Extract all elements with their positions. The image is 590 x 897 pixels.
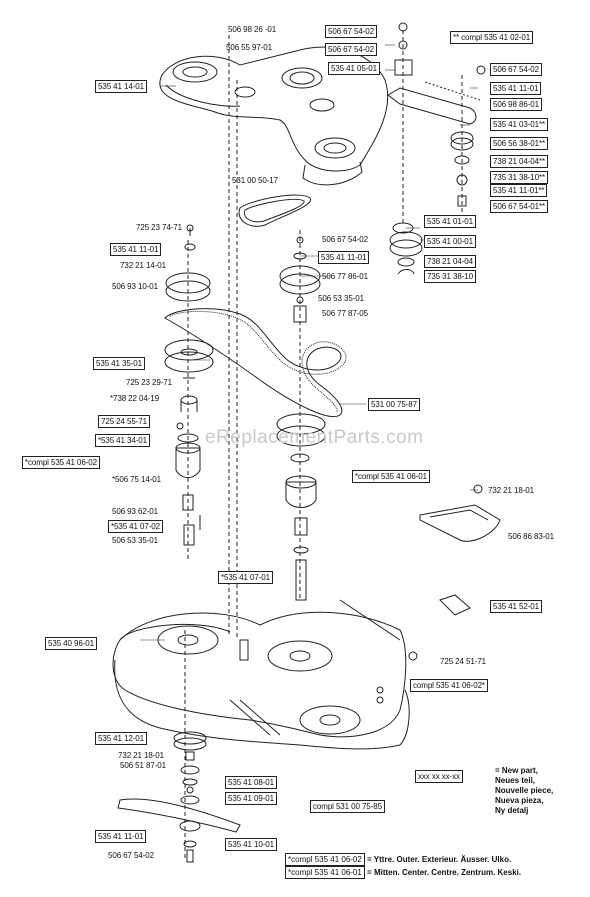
part-label-p15: 506 67 54-01**: [490, 200, 548, 213]
part-label-p57: 506 67 54-02: [108, 851, 154, 860]
part-label-p52: 535 41 08-01: [225, 776, 277, 789]
part-label-p46: 535 40 96-01: [45, 637, 97, 650]
legend: xxx xx xx-xx = New part, Neues teil, Nou…: [415, 766, 585, 815]
part-label-p22: 535 41 11-01: [318, 251, 370, 264]
note-outer-code: *compl 535 41 06-02: [285, 853, 365, 866]
header-note: ** compl 535 41 02-01: [450, 31, 534, 44]
part-label-p36: *compl 535 41 06-02: [22, 456, 100, 469]
note-center-text: = Mitten. Center. Centre. Zentrum. Keski…: [364, 868, 522, 877]
note-center-code: *compl 535 41 06-01: [285, 866, 365, 879]
part-label-p31: 725 23 29-71: [126, 378, 172, 387]
part-label-p8: 535 41 11-01: [490, 82, 542, 95]
part-label-p27: 506 93 10-01: [112, 282, 158, 291]
deck-belt: [164, 308, 343, 417]
legend-text: = New part, Neues teil, Nouvelle piece, …: [495, 766, 554, 815]
part-label-p43: 506 86 83-01: [508, 532, 554, 541]
left-drive-pulley: [164, 339, 214, 361]
part-label-p38: *506 75 14-01: [112, 475, 161, 484]
part-label-p30: 535 41 35-01: [93, 357, 145, 370]
part-label-p40: 506 93 62-01: [112, 507, 158, 516]
part-label-p13: 735 31 38-10**: [490, 171, 548, 184]
watermark: eReplacementParts.com: [205, 427, 424, 448]
center-drive-pulley: [276, 413, 326, 435]
part-label-p53: 535 41 09-01: [225, 792, 277, 805]
part-label-p33: 531 00 75-87: [368, 398, 420, 411]
part-label-p5: 535 41 05-01: [328, 62, 380, 75]
small-belt: [238, 194, 311, 227]
part-label-p10: 535 41 03-01**: [490, 118, 548, 131]
mower-deck: [112, 611, 407, 738]
part-label-p41: *535 41 07-02: [108, 520, 163, 533]
part-label-p50: 732 21 18-01: [118, 751, 164, 760]
part-label-p23: 738 21 04-04: [424, 255, 476, 268]
part-label-p3: 506 67 54-02: [325, 25, 377, 38]
note-outer-text: = Yttre. Outer. Exterieur. Äusser. Ulko.: [364, 855, 512, 864]
part-label-p49: 535 41 12-01: [95, 732, 147, 745]
blade: [117, 798, 241, 833]
part-label-p48: compl 535 41 06-02*: [410, 679, 488, 692]
part-label-p47: 725 24 51-71: [440, 657, 486, 666]
top-bracket-plate: [159, 46, 389, 172]
part-label-p1: 506 98 26 -01: [228, 25, 277, 34]
part-label-p25: 506 77 86-01: [322, 272, 368, 281]
part-label-p12: 738 21 04-04**: [490, 155, 548, 168]
part-label-p9: 506 98 86-01: [490, 98, 542, 111]
part-label-p24: 732 21 14-01: [120, 261, 166, 270]
part-label-p37: *compl 535 41 06-01: [352, 470, 430, 483]
part-label-p20: 535 41 00-01: [424, 235, 476, 248]
notes: *compl 535 41 06-02 = Yttre. Outer. Exte…: [285, 853, 521, 879]
right-bracket: [419, 504, 501, 542]
part-label-p35: *535 41 34-01: [95, 434, 150, 447]
part-label-p42: 506 53 35-01: [112, 536, 158, 545]
idler-arm: [387, 87, 477, 125]
part-label-p19: 506 67 54-02: [322, 235, 368, 244]
part-label-p56: 535 41 10-01: [225, 838, 277, 851]
part-label-p16: 531 00 50-17: [232, 176, 278, 185]
part-label-p45: 535 41 52-01: [490, 600, 542, 613]
part-label-p18: 725 23 74-71: [136, 223, 182, 232]
part-label-p44: *535 41 07-01: [218, 571, 273, 584]
part-label-p7: 506 67 54-02: [490, 63, 542, 76]
note-center: *compl 535 41 06-01 = Mitten. Center. Ce…: [285, 866, 521, 879]
part-label-p17: 535 41 01-01: [424, 215, 476, 228]
part-label-p51: 506 51 87-01: [120, 761, 166, 770]
part-label-p4: 506 67 54-02: [325, 43, 377, 56]
part-label-p39: 732 21 18-01: [488, 486, 534, 495]
part-label-p14: 535 41 11-01**: [490, 184, 548, 197]
part-label-p21: 535 41 11-01: [110, 243, 162, 256]
part-label-p32: *738 22 04-19: [110, 394, 159, 403]
part-label-p54: compl 531 00 75-85: [310, 800, 385, 813]
part-label-p55: 535 41 11-01: [95, 830, 147, 843]
part-label-p11: 506 56 38-01**: [490, 137, 548, 150]
part-label-p29: 506 77 87-05: [322, 309, 368, 318]
part-label-p28: 506 53 35-01: [318, 294, 364, 303]
part-label-p6: 535 41 14-01: [95, 80, 147, 93]
left-pulley-top: [165, 272, 211, 294]
part-label-p2: 506 55 97-01: [226, 43, 272, 52]
note-outer: *compl 535 41 06-02 = Yttre. Outer. Exte…: [285, 853, 521, 866]
part-label-p26: 735 31 38-10: [424, 270, 476, 283]
part-label-p34: 725 24 55-71: [98, 415, 150, 428]
legend-code: xxx xx xx-xx: [415, 770, 463, 783]
